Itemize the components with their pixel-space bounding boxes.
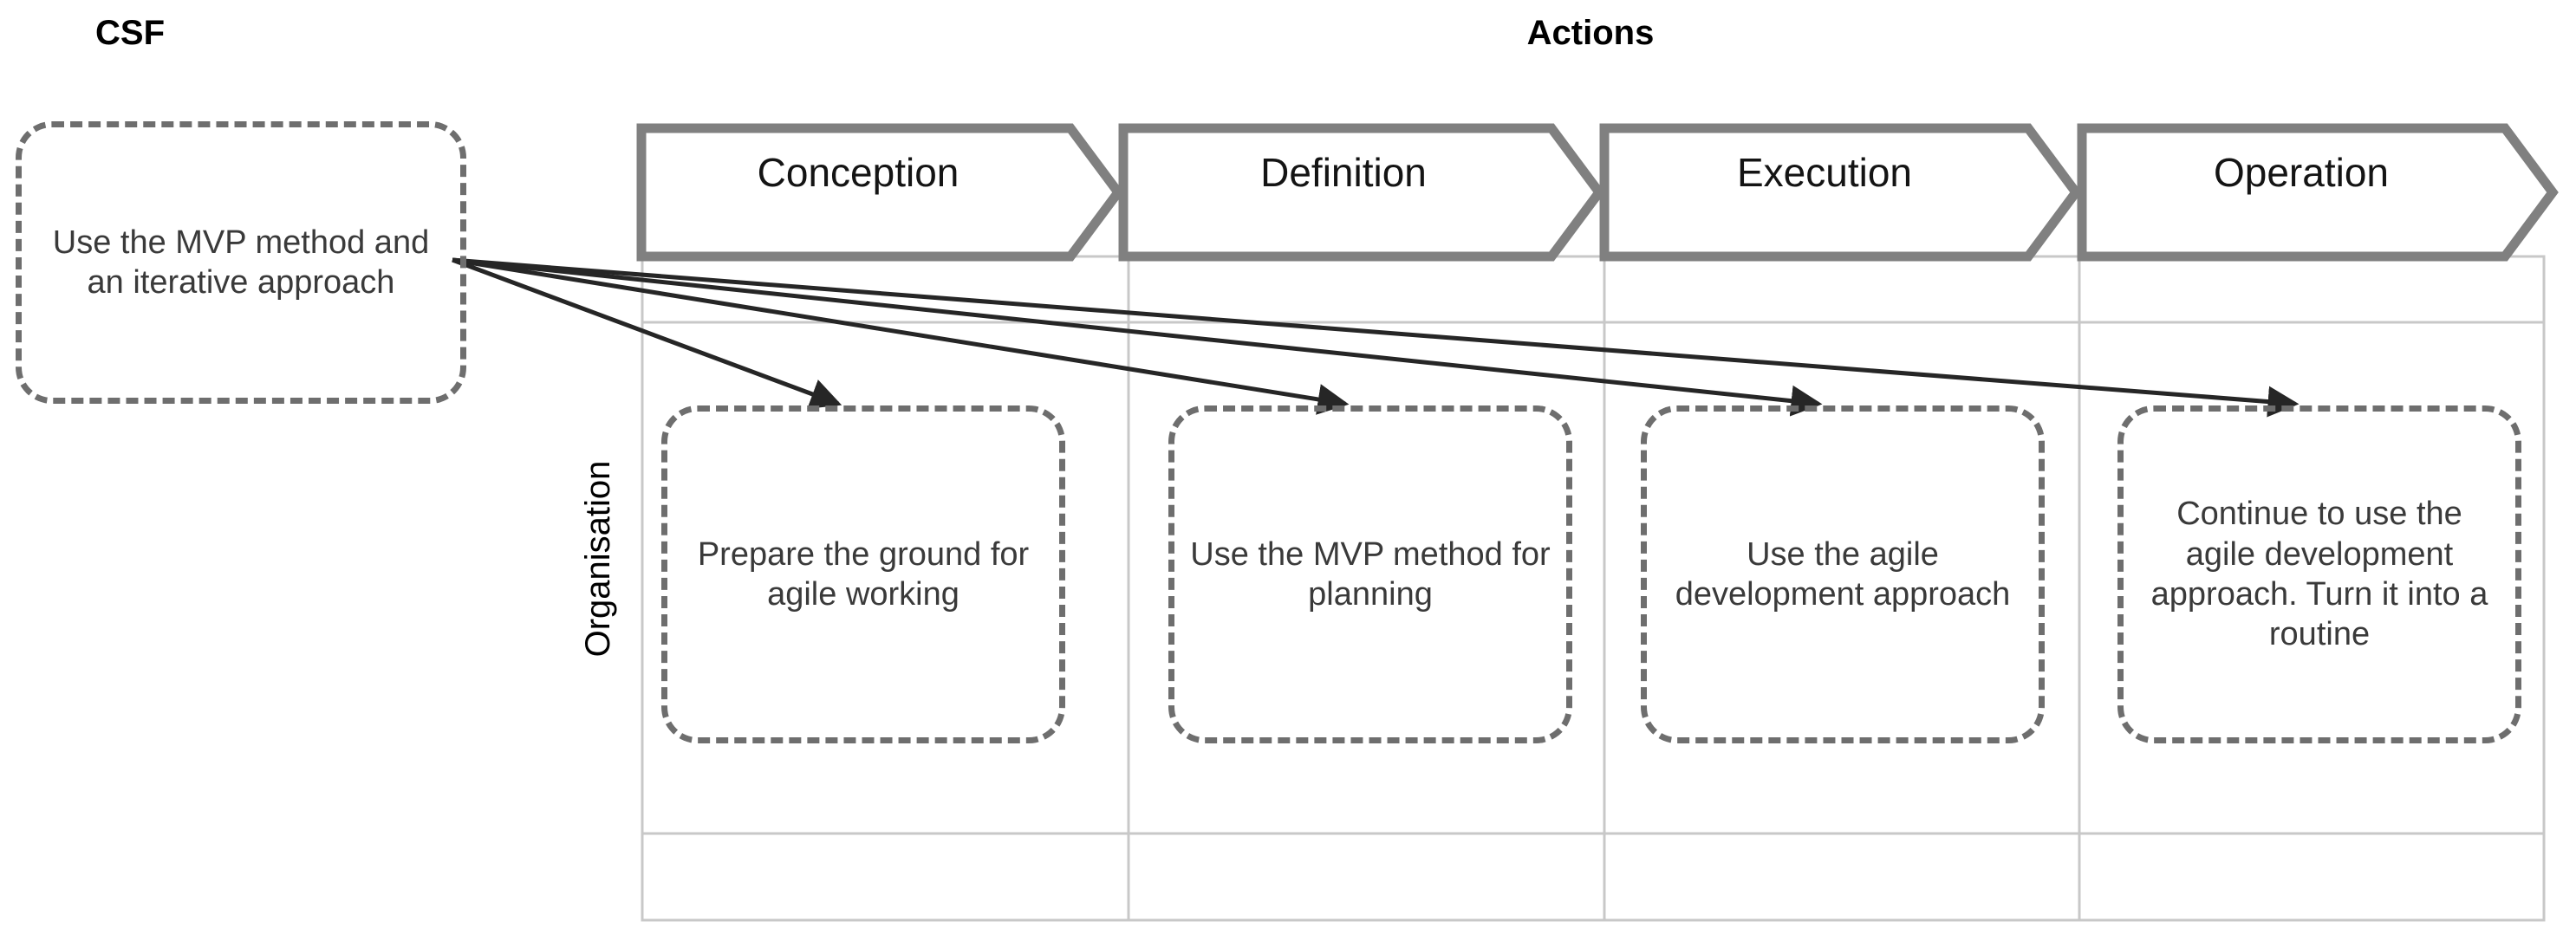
action-box-definition[interactable]: Use the MVP method for planning <box>1168 405 1572 743</box>
action-box-conception[interactable]: Prepare the ground for agile working <box>661 405 1065 743</box>
action-box-operation-text: Continue to use the agile development ap… <box>2150 496 2488 653</box>
chevron-execution[interactable] <box>1599 123 2082 262</box>
chevron-label-execution: Execution <box>1736 150 1912 195</box>
action-box-operation[interactable]: Continue to use the agile development ap… <box>2117 405 2521 743</box>
chevron-label-conception: Conception <box>757 150 959 195</box>
chevron-conception[interactable] <box>636 123 1124 262</box>
arrow-to-definition <box>452 257 1350 415</box>
chevron-definition[interactable] <box>1118 123 1605 262</box>
arrow-to-conception <box>452 257 842 409</box>
arrow-to-operation <box>452 257 2300 418</box>
grid <box>641 255 2546 922</box>
csf-box-text: Use the MVP method and an iterative appr… <box>52 224 430 301</box>
csf-box[interactable]: Use the MVP method and an iterative appr… <box>16 121 466 404</box>
action-box-execution-text: Use the agile development approach <box>1675 535 2011 613</box>
chevron-label-definition: Definition <box>1260 150 1427 195</box>
csf-column-heading: CSF <box>95 14 165 52</box>
action-box-execution[interactable]: Use the agile development approach <box>1641 405 2045 743</box>
chevron-label-operation: Operation <box>2213 150 2389 195</box>
actions-column-heading: Actions <box>1526 14 1655 52</box>
phase-chevrons[interactable] <box>636 123 2559 262</box>
action-box-definition-text: Use the MVP method for planning <box>1190 535 1551 613</box>
arrow-to-execution <box>452 257 1823 417</box>
organisation-row-label: Organisation <box>579 460 617 658</box>
action-box-conception-text: Prepare the ground for agile working <box>697 535 1030 613</box>
connector-arrows <box>452 257 2300 418</box>
chevron-operation[interactable] <box>2077 123 2559 262</box>
